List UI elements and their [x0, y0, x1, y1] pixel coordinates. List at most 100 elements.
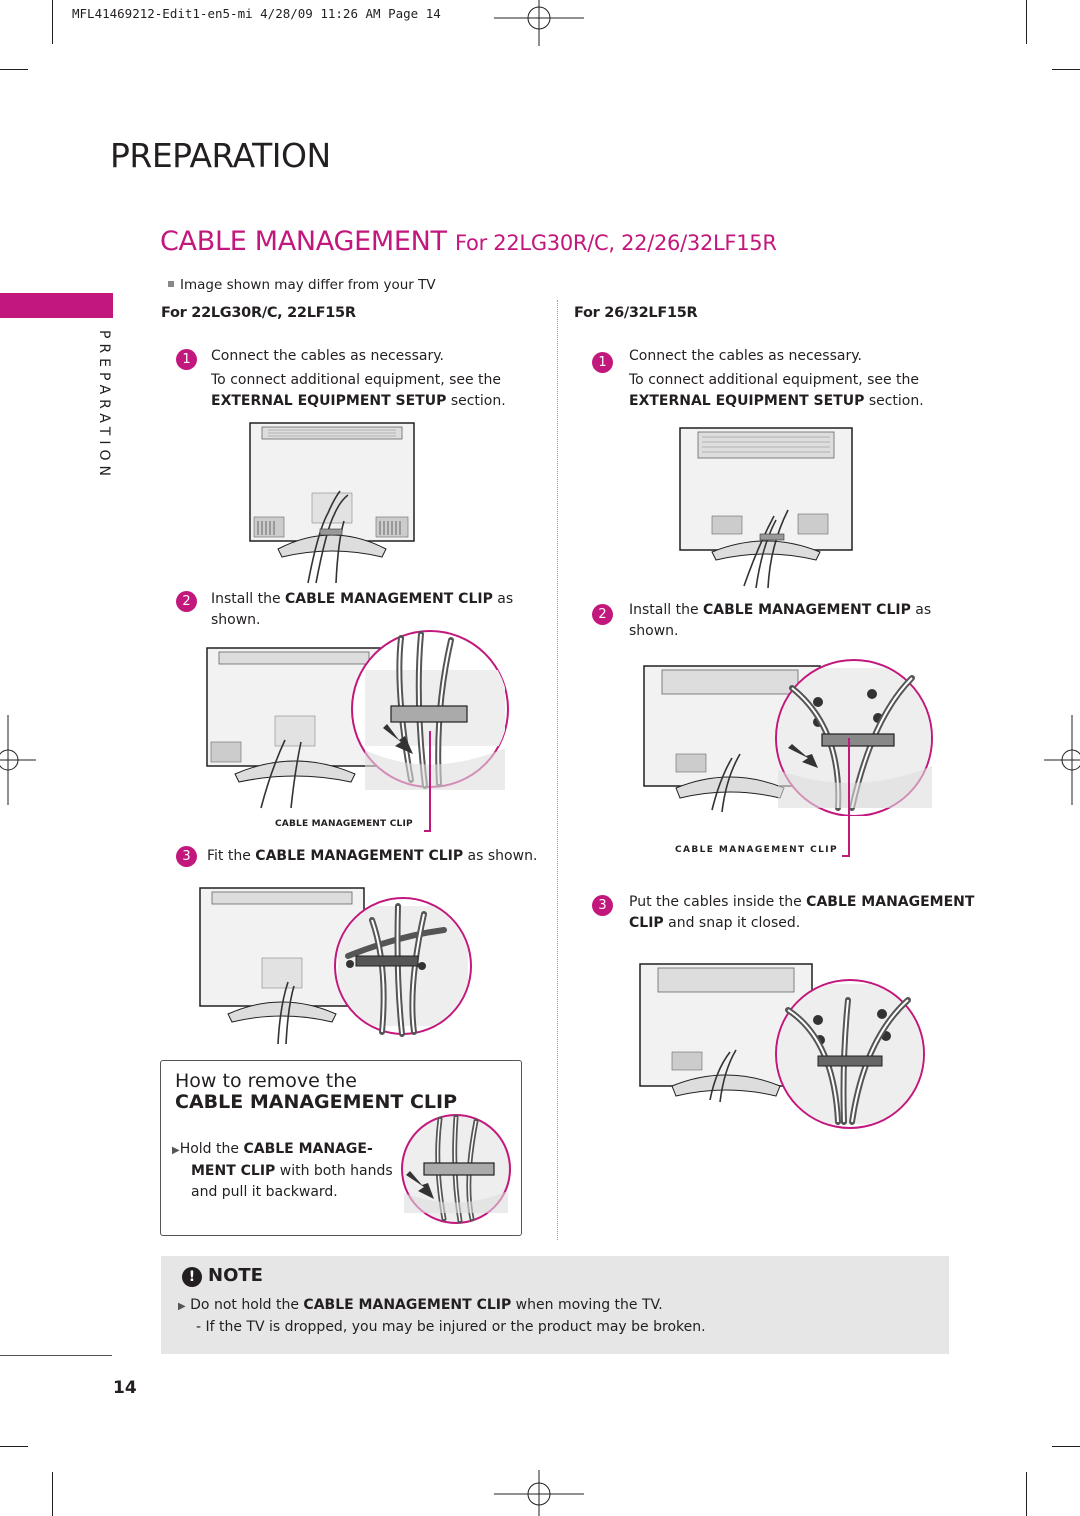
note-line2: - If the TV is dropped, you may be injur… — [196, 1319, 706, 1335]
right-step2-line2: shown. — [629, 623, 679, 639]
section-heading: CABLE MANAGEMENT For 22LG30R/C, 22/26/32… — [160, 226, 777, 257]
note-panel — [161, 1256, 949, 1354]
note-line1-bold: CABLE MANAGEMENT CLIP — [303, 1297, 512, 1313]
remove-clip-pre: Hold the — [179, 1141, 244, 1157]
triangle-bullet-icon: ▶ — [178, 1301, 186, 1312]
remove-clip-line1: ▶Hold the CABLE MANAGE- — [172, 1139, 402, 1161]
exclamation-icon: ! — [182, 1267, 202, 1287]
tv-clip-close-illustration — [639, 963, 930, 1129]
triangle-bullet-icon: ▶ — [172, 1145, 180, 1156]
left-step3-text: Fit the CABLE MANAGEMENT CLIP as shown. — [207, 846, 547, 867]
step-number: 1 — [592, 352, 613, 373]
right-step1-bold: EXTERNAL EQUIPMENT SETUP — [629, 393, 865, 409]
left-column-heading: For 22LG30R/C, 22LF15R — [161, 305, 356, 321]
step-number: 3 — [176, 846, 197, 867]
right-step2-pre: Install the — [629, 602, 704, 618]
clip-removal-illustration — [401, 1114, 511, 1224]
note-heading: NOTE — [208, 1265, 263, 1286]
clip-callout-label: CABLE MANAGEMENT CLIP — [675, 845, 838, 855]
tv-back-illustration — [679, 427, 853, 589]
left-step1-bold: EXTERNAL EQUIPMENT SETUP — [211, 393, 447, 409]
right-step3-rest: and snap it closed. — [663, 915, 801, 931]
right-step1-line3: EXTERNAL EQUIPMENT SETUP section. — [629, 391, 959, 412]
clip-callout-label: CABLE MANAGEMENT CLIP — [275, 819, 413, 829]
left-step3-bold: CABLE MANAGEMENT CLIP — [255, 848, 464, 864]
column-divider — [557, 300, 558, 1240]
right-step2-text: Install the CABLE MANAGEMENT CLIP as sho… — [629, 600, 939, 642]
chapter-side-label: PREPARATION — [96, 330, 112, 481]
left-step2-line1: Install the CABLE MANAGEMENT CLIP as — [211, 589, 521, 610]
remove-clip-bold1: CABLE MANAGE- — [243, 1141, 373, 1157]
step-number: 3 — [592, 895, 613, 916]
left-step3-post: as shown. — [463, 848, 538, 864]
crop-mark — [0, 1446, 28, 1447]
right-step3-bold: CABLE MANAGEMENT — [806, 894, 975, 910]
right-step1-line2: To connect additional equipment, see the — [629, 372, 920, 388]
image-disclaimer: Image shown may differ from your TV — [168, 277, 436, 293]
crop-mark — [52, 1472, 53, 1516]
print-slug: MFL41469212-Edit1-en5-mi 4/28/09 11:26 A… — [72, 6, 441, 21]
note-line1-post: when moving the TV. — [511, 1297, 663, 1313]
crop-mark — [1052, 69, 1080, 70]
left-step2-bold: CABLE MANAGEMENT CLIP — [285, 591, 493, 607]
right-step3-line1: Put the cables inside the CABLE MANAGEME… — [629, 892, 979, 913]
tv-clip-install-illustration — [206, 630, 509, 809]
left-step1-line1: Connect the cables as necessary. — [211, 348, 444, 364]
registration-mark-top — [494, 0, 584, 46]
crop-mark — [1026, 1472, 1027, 1516]
note-text: ▶ Do not hold the CABLE MANAGEMENT CLIP … — [178, 1295, 938, 1338]
right-step3-line2: CLIP and snap it closed. — [629, 913, 979, 934]
section-heading-main: CABLE MANAGEMENT — [160, 226, 447, 257]
callout-leader-line — [429, 731, 431, 832]
remove-clip-title: How to remove the CABLE MANAGEMENT CLIP — [175, 1071, 457, 1113]
step-number: 2 — [592, 604, 613, 625]
tv-clip-install-illustration — [643, 659, 933, 816]
step-number: 2 — [176, 591, 197, 612]
registration-mark-bottom — [494, 1470, 584, 1516]
right-step3-pre: Put the cables inside the — [629, 894, 807, 910]
left-step1-line2: To connect additional equipment, see the — [211, 372, 502, 388]
callout-leader-line — [848, 738, 850, 857]
remove-clip-rest: with both hands — [275, 1163, 393, 1179]
crop-mark — [0, 69, 28, 70]
crop-mark — [1052, 1446, 1080, 1447]
right-step1-text: Connect the cables as necessary. To conn… — [629, 346, 959, 412]
right-column-heading: For 26/32LF15R — [574, 305, 698, 321]
remove-clip-line3: and pull it backward. — [191, 1184, 338, 1200]
remove-clip-bold2: MENT CLIP — [191, 1163, 276, 1179]
page-number: 14 — [113, 1378, 137, 1398]
crop-mark — [52, 0, 53, 44]
left-step2-pre: Install the — [211, 591, 286, 607]
callout-leader-line — [842, 855, 850, 857]
right-step2-line1: Install the CABLE MANAGEMENT CLIP as — [629, 600, 939, 621]
tv-back-illustration — [249, 422, 415, 584]
crop-mark — [0, 1355, 112, 1356]
left-step2-post: as — [492, 591, 514, 607]
remove-clip-line2: MENT CLIP with both hands — [172, 1161, 402, 1182]
left-step2-line2: shown. — [211, 612, 261, 628]
remove-clip-title-line2: CABLE MANAGEMENT CLIP — [175, 1091, 458, 1113]
left-step3-pre: Fit the — [207, 848, 256, 864]
callout-leader-line — [424, 830, 431, 832]
chapter-tab — [0, 293, 113, 318]
right-step2-post: as — [910, 602, 932, 618]
left-step1-text: Connect the cables as necessary. To conn… — [211, 346, 541, 412]
step-number: 1 — [176, 349, 197, 370]
image-disclaimer-text: Image shown may differ from your TV — [180, 277, 436, 293]
registration-mark-right — [1044, 715, 1080, 805]
right-step1-line1: Connect the cables as necessary. — [629, 348, 862, 364]
right-step1-rest: section. — [864, 393, 924, 409]
left-step2-text: Install the CABLE MANAGEMENT CLIP as sho… — [211, 589, 521, 631]
registration-mark-left — [0, 715, 36, 805]
note-line1: ▶ Do not hold the CABLE MANAGEMENT CLIP … — [178, 1295, 938, 1317]
crop-mark — [1026, 0, 1027, 44]
left-step1-rest: section. — [446, 393, 506, 409]
right-step3-text: Put the cables inside the CABLE MANAGEME… — [629, 892, 979, 934]
right-step2-bold: CABLE MANAGEMENT CLIP — [703, 602, 911, 618]
page-title: PREPARATION — [110, 136, 331, 175]
left-step1-line3: EXTERNAL EQUIPMENT SETUP section. — [211, 391, 541, 412]
bullet-square-icon — [168, 281, 174, 287]
note-line1-pre: Do not hold the — [190, 1297, 304, 1313]
remove-clip-instructions: ▶Hold the CABLE MANAGE- MENT CLIP with b… — [172, 1139, 402, 1203]
remove-clip-title-line1: How to remove the — [175, 1070, 357, 1092]
